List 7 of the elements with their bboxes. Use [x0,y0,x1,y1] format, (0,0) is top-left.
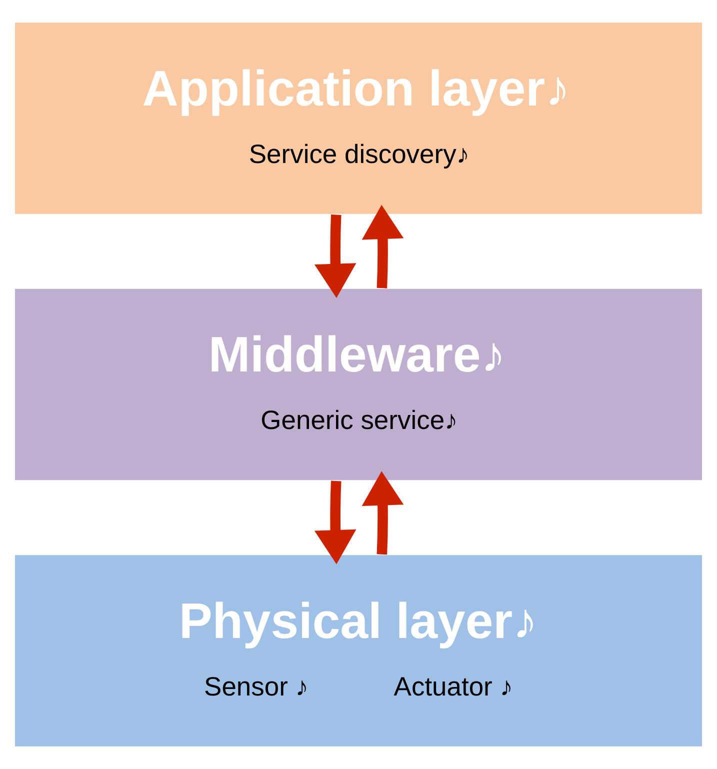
arrow [362,471,404,555]
node-box: Middleware♪ Generic service♪ [14,287,704,482]
arrow [314,480,356,564]
arrow [314,214,356,298]
node-box: Physical layer♪ Sensor ♪ Actuator ♪ [14,554,704,748]
arrow [362,204,404,288]
node-box: Application layer♪ Service discovery♪ [14,21,704,216]
